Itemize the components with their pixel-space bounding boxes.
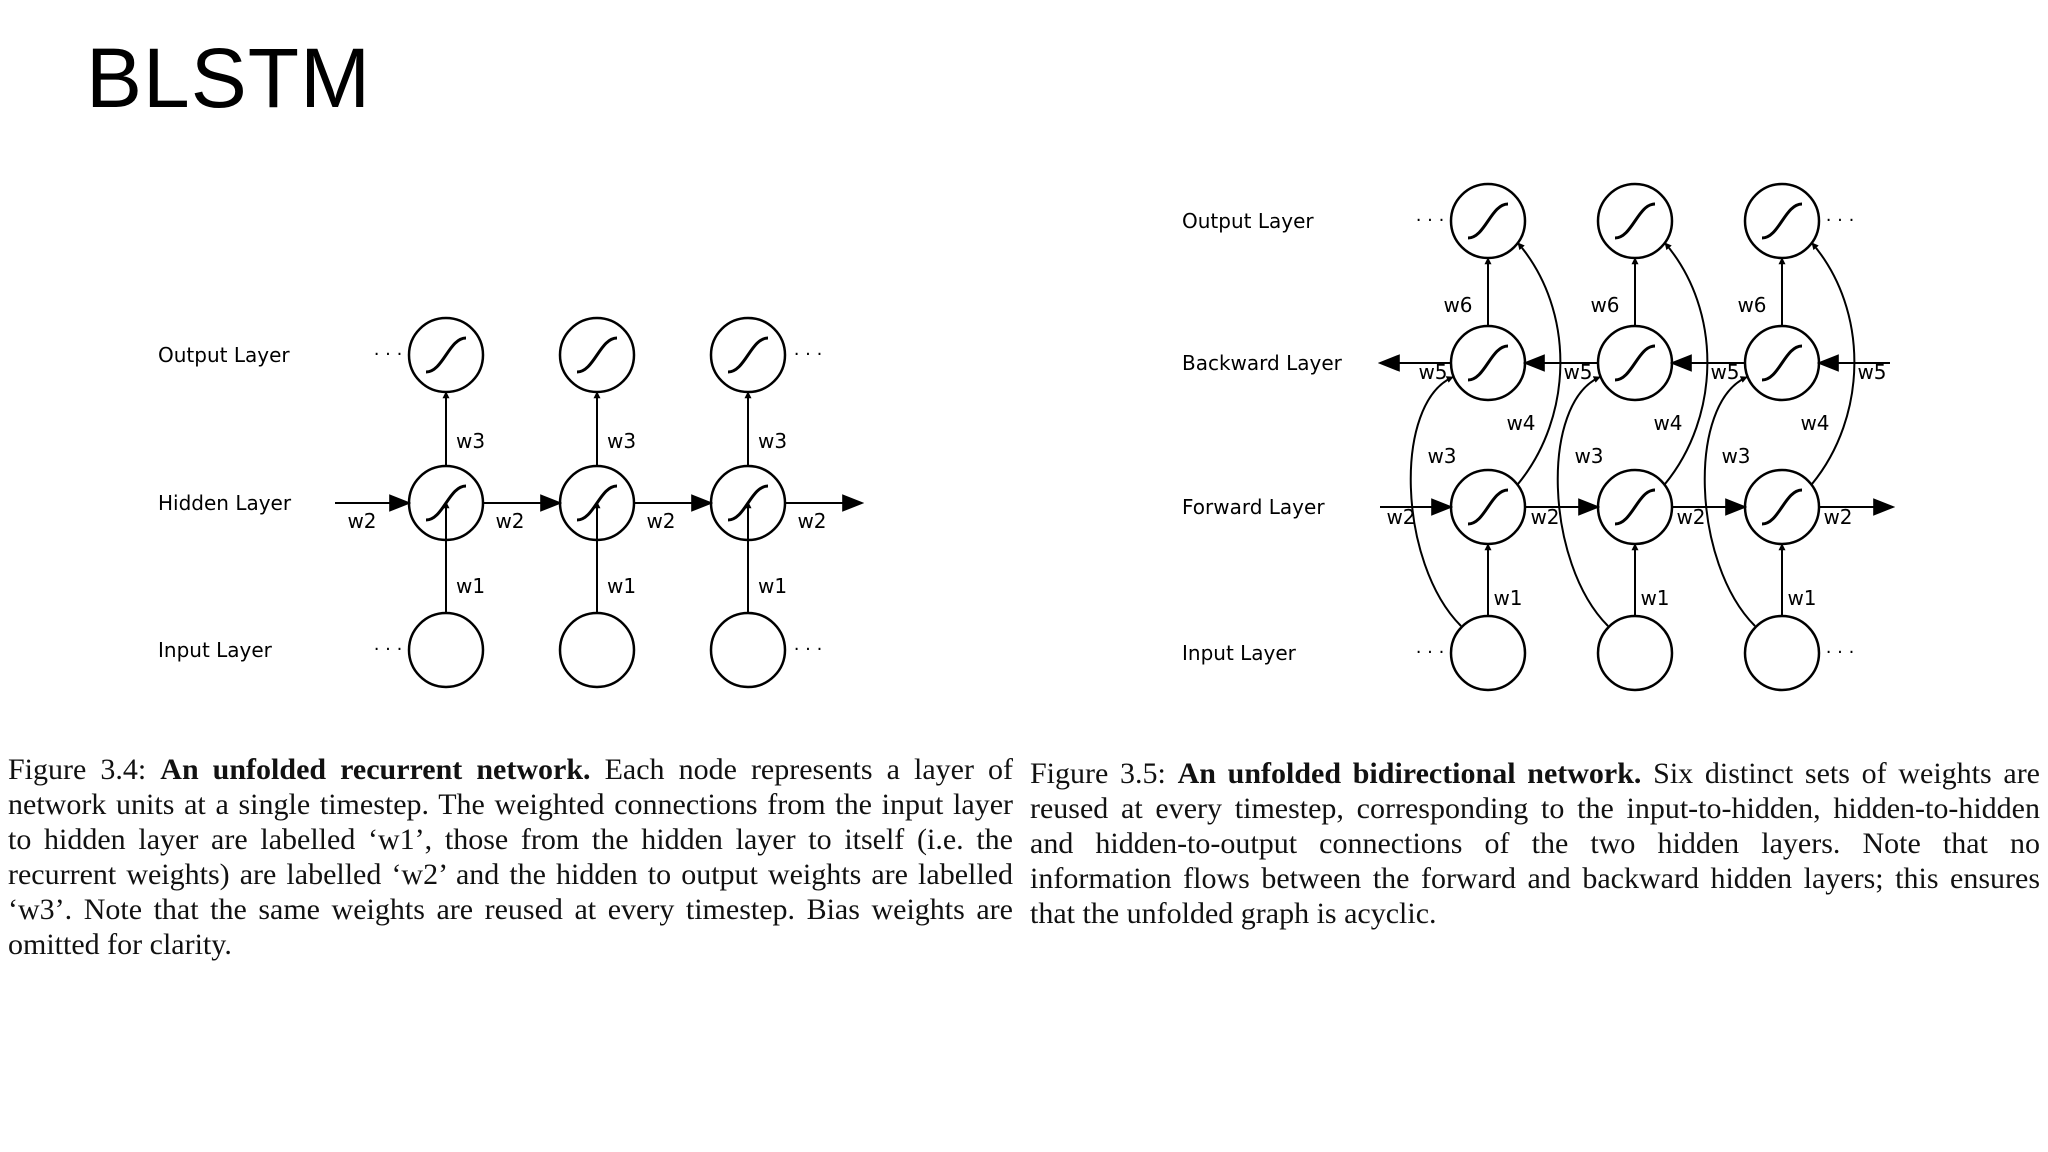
- sigmoid-icon: [425, 336, 467, 374]
- caption-text: Six distinct sets of weights are reused …: [1030, 757, 2040, 930]
- input-unit: [1449, 614, 1527, 692]
- connection-arrow: [1409, 376, 1462, 627]
- w3-label: w3: [456, 429, 485, 453]
- sigmoid-icon: [727, 336, 769, 374]
- backward-layer-label: Backward Layer: [1182, 351, 1343, 375]
- w1-label: w1: [758, 574, 787, 598]
- sigmoid-icon: [576, 336, 618, 374]
- caption-title: An unfolded recurrent network.: [160, 753, 591, 786]
- w2-label: w2: [495, 509, 524, 533]
- caption-label: Figure 3.5:: [1030, 757, 1166, 790]
- input-unit: [1743, 614, 1821, 692]
- w1-label: w1: [607, 574, 636, 598]
- slide-title: BLSTM: [86, 31, 372, 125]
- w4-label: w4: [1800, 411, 1829, 435]
- input-unit: [1596, 614, 1674, 692]
- figure-3-5-caption: Figure 3.5: An unfolded bidirectional ne…: [1030, 756, 2040, 931]
- input-unit: [407, 611, 485, 689]
- w1-label: w1: [1787, 586, 1816, 610]
- caption-text: Each node represents a layer of network …: [8, 753, 1013, 961]
- sigmoid-icon: [1467, 202, 1509, 240]
- sigmoid-icon: [1761, 344, 1803, 382]
- forward-layer-label: Forward Layer: [1182, 495, 1325, 519]
- w2-label: w2: [1676, 505, 1705, 529]
- w1-label: w1: [1640, 586, 1669, 610]
- w2-label: w2: [347, 509, 376, 533]
- input-layer-label: Input Layer: [1182, 641, 1297, 665]
- w4-label: w4: [1506, 411, 1535, 435]
- w2-label: w2: [1530, 505, 1559, 529]
- ellipsis: · · ·: [1416, 642, 1445, 663]
- w3-label: w3: [607, 429, 636, 453]
- sigmoid-icon: [1614, 202, 1656, 240]
- ellipsis: · · ·: [794, 344, 823, 365]
- w2-label: w2: [646, 509, 675, 533]
- ellipsis: · · ·: [794, 639, 823, 660]
- sigmoid-icon: [1761, 202, 1803, 240]
- ellipsis: · · ·: [374, 639, 403, 660]
- w5-label: w5: [1418, 360, 1447, 384]
- sigmoid-icon: [1761, 488, 1803, 526]
- input-layer-label: Input Layer: [158, 638, 273, 662]
- w3-label: w3: [1574, 444, 1603, 468]
- connection-arrow: [1703, 376, 1756, 627]
- sigmoid-icon: [1614, 344, 1656, 382]
- output-layer-label: Output Layer: [158, 343, 290, 367]
- w5-label: w5: [1857, 360, 1886, 384]
- figure-3-4-caption: Figure 3.4: An unfolded recurrent networ…: [8, 752, 1013, 962]
- w2-label: w2: [797, 509, 826, 533]
- w3-label: w3: [1427, 444, 1456, 468]
- w5-label: w5: [1710, 360, 1739, 384]
- w6-label: w6: [1737, 293, 1766, 317]
- output-layer-label: Output Layer: [1182, 209, 1314, 233]
- ellipsis: · · ·: [1826, 210, 1855, 231]
- w6-label: w6: [1590, 293, 1619, 317]
- w1-label: w1: [456, 574, 485, 598]
- w5-label: w5: [1563, 360, 1592, 384]
- connection-arrow: [1556, 376, 1609, 627]
- caption-label: Figure 3.4:: [8, 753, 147, 786]
- ellipsis: · · ·: [1826, 642, 1855, 663]
- ellipsis: · · ·: [374, 344, 403, 365]
- w4-label: w4: [1653, 411, 1682, 435]
- input-unit: [709, 611, 787, 689]
- ellipsis: · · ·: [1416, 210, 1445, 231]
- sigmoid-icon: [1467, 344, 1509, 382]
- input-unit: [558, 611, 636, 689]
- w1-label: w1: [1493, 586, 1522, 610]
- w2-label: w2: [1386, 505, 1415, 529]
- w2-label: w2: [1823, 505, 1852, 529]
- w3-label: w3: [1721, 444, 1750, 468]
- w3-label: w3: [758, 429, 787, 453]
- caption-title: An unfolded bidirectional network.: [1177, 757, 1642, 790]
- w6-label: w6: [1443, 293, 1472, 317]
- hidden-layer-label: Hidden Layer: [158, 491, 292, 515]
- sigmoid-icon: [1614, 488, 1656, 526]
- sigmoid-icon: [1467, 488, 1509, 526]
